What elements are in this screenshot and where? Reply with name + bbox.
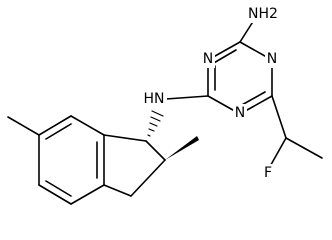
bond-c7a-c7	[70, 115, 105, 136]
bond-c4-chf	[271, 95, 287, 139]
hash-5	[151, 110, 164, 117]
hash-c1-nh	[147, 110, 164, 137]
hash-4	[150, 116, 161, 122]
bond-c2-n1-inner	[211, 49, 237, 65]
bond-c2-nh2	[239, 19, 255, 43]
bond-c3-c3a	[103, 184, 132, 197]
atom-triazine-n5: N	[235, 105, 245, 121]
bond-c1-c2	[145, 140, 166, 161]
bond-c6-methyl	[7, 116, 40, 136]
bond-c5-c4	[38, 184, 72, 205]
atom-amine-nh2: NH2	[248, 6, 278, 22]
bond-chf-methyl	[285, 137, 323, 159]
bond-c1-c7a	[103, 134, 147, 142]
bond-c6-nh	[165, 95, 209, 100]
hash-3	[149, 122, 158, 127]
hash-2	[148, 128, 155, 132]
chemical-structure: NH2 N N N HN F	[7, 5, 323, 205]
atom-fluorine: F	[264, 165, 272, 181]
triazine-ring	[207, 41, 273, 115]
bond-c7-c6-inner	[45, 123, 72, 140]
substituent-bonds	[165, 19, 323, 171]
indane-ring	[7, 115, 166, 205]
bond-c7-c6	[38, 115, 72, 136]
atom-triazine-n1: N	[203, 51, 213, 67]
bond-c4-c3a	[70, 184, 105, 205]
bond-c5-c4-inner	[45, 180, 72, 197]
wedge-c2-methyl	[165, 136, 199, 160]
atom-linker-hn: HN	[144, 91, 165, 107]
atom-labels: NH2 N N N HN F	[141, 5, 279, 182]
bond-c2-c3	[130, 159, 166, 197]
atom-triazine-n3: N	[267, 51, 277, 67]
bond-n5-c4-inner	[239, 91, 266, 107]
hash-1	[147, 134, 151, 137]
